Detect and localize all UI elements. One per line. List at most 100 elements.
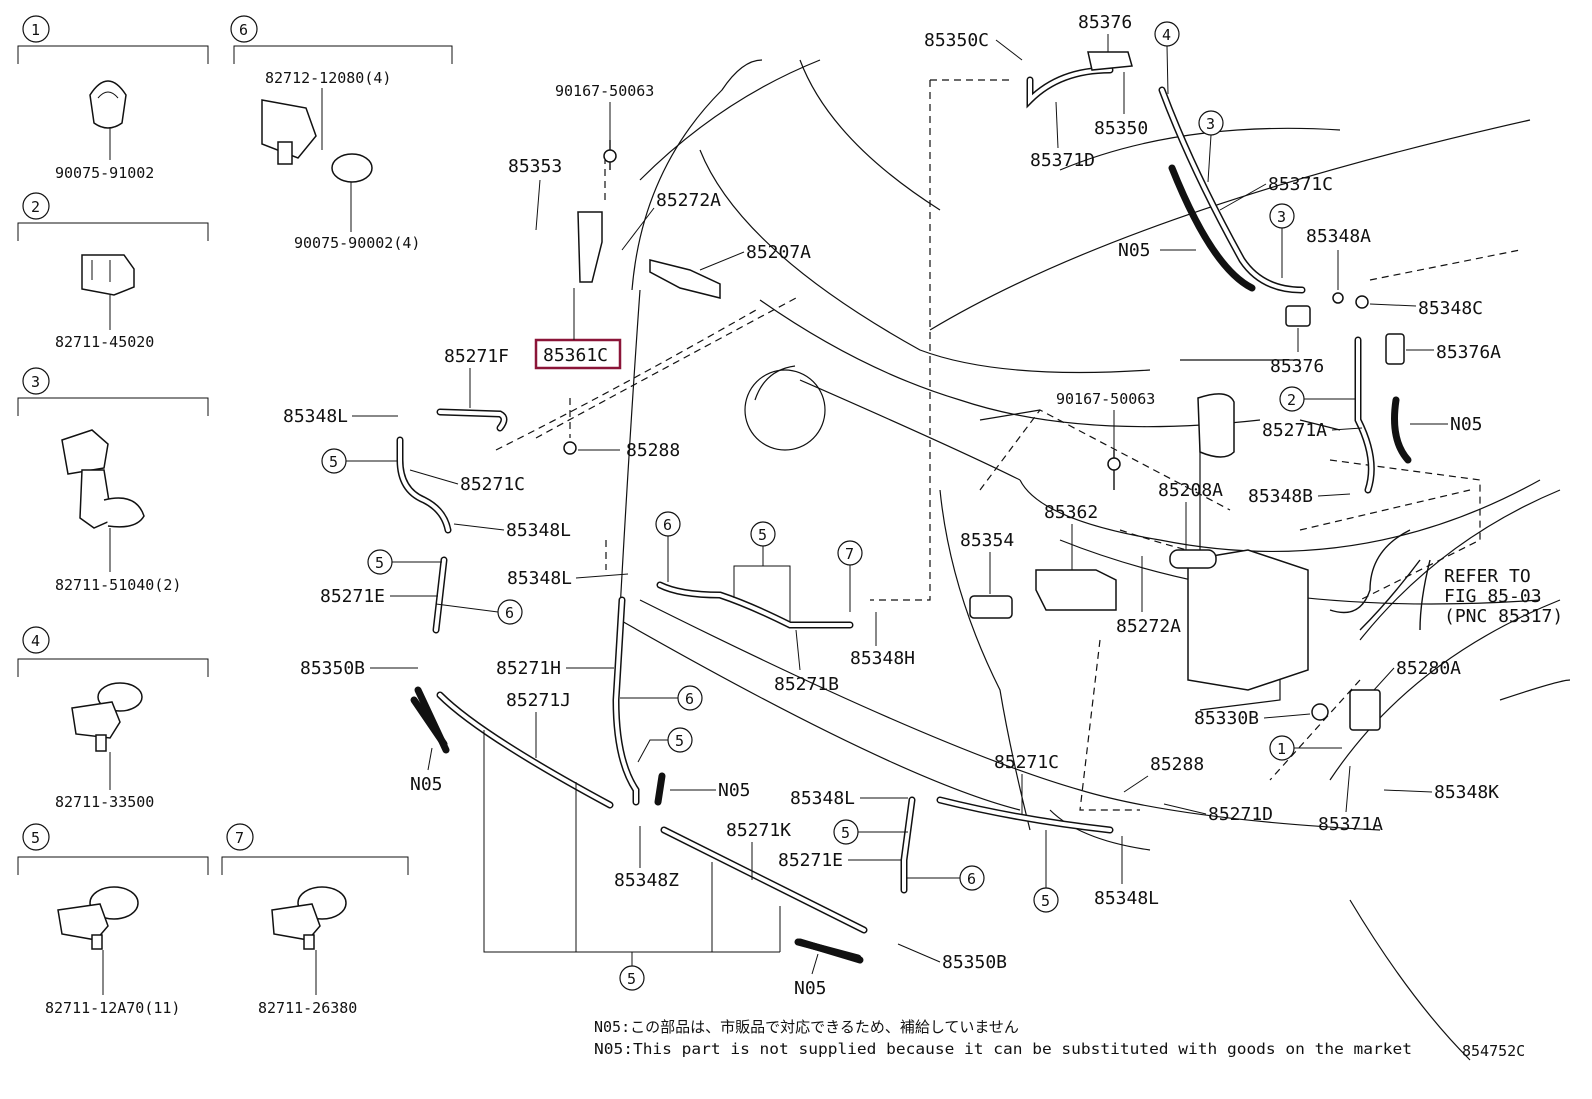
label-85271H: 85271H bbox=[496, 658, 561, 679]
svg-text:6: 6 bbox=[685, 690, 694, 708]
label-N05: N05 bbox=[1450, 414, 1483, 435]
label-85280A: 85280A bbox=[1396, 658, 1461, 679]
label-85348B: 85348B bbox=[1248, 486, 1313, 507]
label-85376: 85376 bbox=[1078, 12, 1132, 33]
label-85348L: 85348L bbox=[506, 520, 571, 541]
label-85330B: 85330B bbox=[1194, 708, 1259, 729]
clamp-icon bbox=[81, 254, 135, 296]
label-85272A: 85272A bbox=[656, 190, 721, 211]
label-85271E: 85271E bbox=[778, 850, 843, 871]
svg-text:1: 1 bbox=[1277, 740, 1286, 758]
svg-text:4: 4 bbox=[31, 632, 40, 650]
legend-item-2: 2 82711-45020 bbox=[17, 192, 209, 351]
legend-item-1: 1 90075-91002 bbox=[17, 15, 209, 182]
svg-text:6: 6 bbox=[239, 21, 248, 39]
dashed-leaders bbox=[495, 79, 1521, 811]
svg-text:2: 2 bbox=[1287, 391, 1296, 409]
label-85371A: 85371A bbox=[1318, 814, 1383, 835]
label-85348L: 85348L bbox=[507, 568, 572, 589]
label-N05: N05 bbox=[1118, 240, 1151, 261]
label-85271B: 85271B bbox=[774, 674, 839, 695]
label-85271F: 85271F bbox=[444, 346, 509, 367]
legend-part: 90075-91002 bbox=[55, 164, 154, 182]
label-85271C: 85271C bbox=[460, 474, 525, 495]
label-85376: 85376 bbox=[1270, 356, 1324, 377]
svg-text:5: 5 bbox=[329, 453, 338, 471]
label-85271E: 85271E bbox=[320, 586, 385, 607]
legend-item-7: 7 82711-26380 bbox=[221, 823, 409, 1017]
label-85354: 85354 bbox=[960, 530, 1014, 551]
label-85348C: 85348C bbox=[1418, 298, 1483, 319]
legend-item-3: 3 82711-51040(2) bbox=[17, 367, 209, 594]
highlight-box bbox=[534, 338, 622, 370]
label-N05: N05 bbox=[718, 780, 751, 801]
svg-text:6: 6 bbox=[505, 604, 514, 622]
svg-text:82711-45020: 82711-45020 bbox=[55, 333, 154, 351]
svg-text:5: 5 bbox=[841, 824, 850, 842]
svg-text:3: 3 bbox=[1277, 208, 1286, 226]
label-85371D: 85371D bbox=[1030, 150, 1095, 171]
label-N05: N05 bbox=[794, 978, 827, 999]
svg-text:82712-12080(4): 82712-12080(4) bbox=[265, 69, 391, 87]
label-85271K: 85271K bbox=[726, 820, 791, 841]
legend-item-6: 6 82712-12080(4) 90075-90002(4) bbox=[230, 15, 453, 252]
label-N05: N05 bbox=[410, 774, 443, 795]
label-85362: 85362 bbox=[1044, 502, 1098, 523]
note-japanese: N05:この部品は、市販品で対応できるため、補給していません bbox=[594, 1018, 1019, 1036]
svg-text:5: 5 bbox=[375, 554, 384, 572]
label-85350: 85350 bbox=[1094, 118, 1148, 139]
label-85348L: 85348L bbox=[790, 788, 855, 809]
svg-text:3: 3 bbox=[1206, 115, 1215, 133]
label-85350B: 85350B bbox=[300, 658, 365, 679]
refer-note-line3: (PNC 85317) bbox=[1444, 606, 1563, 627]
label-90167-50063-a: 90167-50063 bbox=[555, 82, 654, 100]
svg-text:6: 6 bbox=[967, 870, 976, 888]
svg-text:5: 5 bbox=[758, 526, 767, 544]
svg-text:7: 7 bbox=[235, 829, 244, 847]
svg-text:82711-51040(2): 82711-51040(2) bbox=[55, 576, 181, 594]
svg-text:82711-12A70(11): 82711-12A70(11) bbox=[45, 999, 180, 1017]
refer-note-line1: REFER TO bbox=[1444, 566, 1531, 587]
svg-text:82711-33500: 82711-33500 bbox=[55, 793, 154, 811]
refer-note-line2: FIG 85-03 bbox=[1444, 586, 1542, 607]
label-85288: 85288 bbox=[1150, 754, 1204, 775]
clip-icon bbox=[271, 886, 347, 950]
svg-text:90075-90002(4): 90075-90002(4) bbox=[294, 234, 420, 252]
label-90167-50063-b: 90167-50063 bbox=[1056, 390, 1155, 408]
label-85207A: 85207A bbox=[746, 242, 811, 263]
label-85371C: 85371C bbox=[1268, 174, 1333, 195]
svg-text:82711-26380: 82711-26380 bbox=[258, 999, 357, 1017]
label-85361C: 85361C bbox=[543, 345, 608, 366]
label-85271D: 85271D bbox=[1208, 804, 1273, 825]
legend-item-5: 5 82711-12A70(11) bbox=[17, 823, 209, 1017]
hose-network bbox=[396, 51, 1431, 964]
clip-holder-icon bbox=[261, 99, 373, 183]
label-85348K: 85348K bbox=[1434, 782, 1499, 803]
label-85288: 85288 bbox=[626, 440, 680, 461]
clip-icon bbox=[57, 886, 139, 950]
part-labels: 90167-50063 85353 85272A 85207A 85361C 8… bbox=[283, 12, 1563, 999]
label-85350C: 85350C bbox=[924, 30, 989, 51]
svg-text:3: 3 bbox=[31, 373, 40, 391]
legend-num: 1 bbox=[31, 21, 40, 39]
label-85348Z: 85348Z bbox=[614, 870, 679, 891]
label-85348L: 85348L bbox=[1094, 888, 1159, 909]
figure-code: 854752C bbox=[1462, 1042, 1525, 1060]
svg-text:5: 5 bbox=[31, 829, 40, 847]
label-85376A: 85376A bbox=[1436, 342, 1501, 363]
label-85271A: 85271A bbox=[1262, 420, 1327, 441]
svg-text:2: 2 bbox=[31, 198, 40, 216]
svg-text:5: 5 bbox=[675, 732, 684, 750]
label-85208A: 85208A bbox=[1158, 480, 1223, 501]
svg-text:4: 4 bbox=[1162, 26, 1171, 44]
legend-item-4: 4 82711-33500 bbox=[17, 626, 209, 811]
label-85271J: 85271J bbox=[506, 690, 571, 711]
label-85348L: 85348L bbox=[283, 406, 348, 427]
vehicle-body-outline bbox=[619, 59, 1571, 1061]
note-english: N05:This part is not supplied because it… bbox=[594, 1040, 1412, 1058]
svg-text:5: 5 bbox=[627, 970, 636, 988]
label-85348A: 85348A bbox=[1306, 226, 1371, 247]
svg-text:5: 5 bbox=[1041, 892, 1050, 910]
svg-text:6: 6 bbox=[663, 516, 672, 534]
